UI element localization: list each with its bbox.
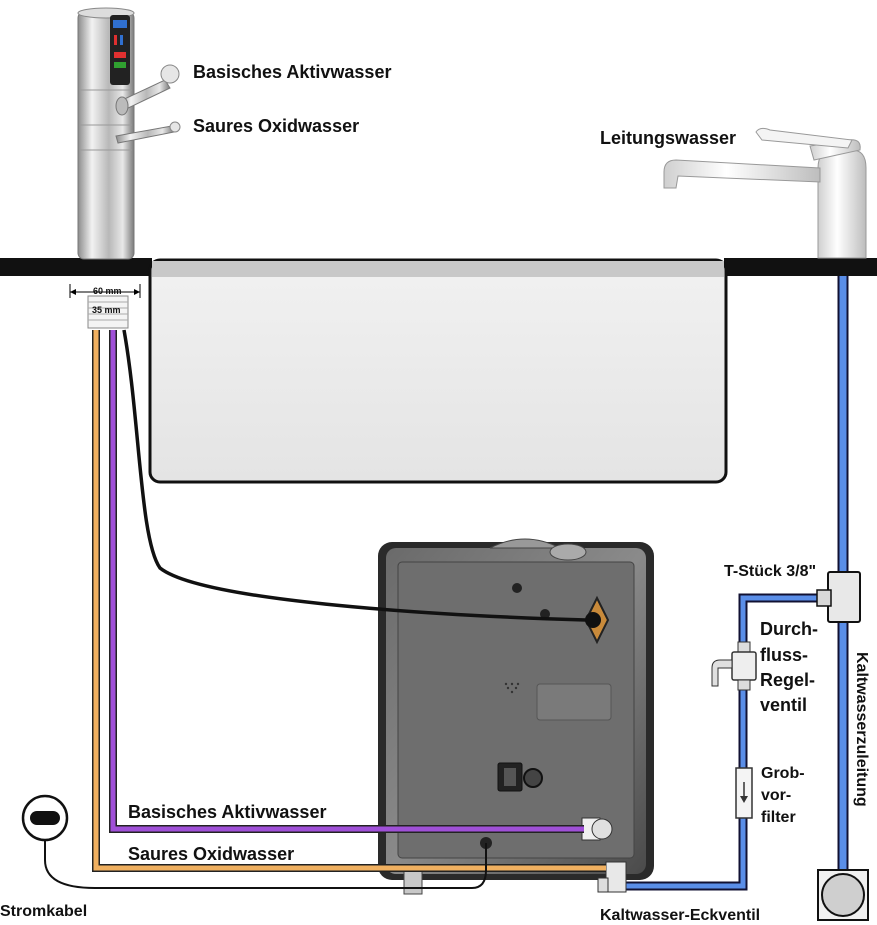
label-tap-water: Leitungswasser	[600, 128, 736, 148]
control-cable	[122, 329, 587, 622]
ionizer-device	[378, 538, 654, 895]
power-cable	[44, 830, 487, 889]
label-angle-valve: Kaltwasser-Eckventil	[600, 907, 760, 924]
label-flow-valve: Durch- fluss- Regel- ventil	[760, 619, 823, 715]
acid-water-spout	[115, 121, 181, 144]
branch-pipe	[625, 593, 825, 891]
coarse-prefilter	[735, 767, 753, 819]
label-60mm: 60 mm	[93, 286, 122, 296]
countertop-left	[0, 258, 152, 276]
device-inlet	[584, 595, 610, 645]
label-basic-water-hose: Basisches Aktivwasser	[128, 802, 326, 822]
label-acid-water-faucet: Saures Oxidwasser	[193, 116, 359, 136]
countertop-right	[724, 258, 877, 276]
power-socket	[523, 768, 543, 788]
sink-basin	[148, 258, 728, 484]
label-power-cable: Stromkabel	[0, 903, 87, 920]
main-shutoff-valve	[817, 869, 869, 921]
label-basic-water-faucet: Basisches Aktivwasser	[193, 62, 391, 82]
label-coarse-filter: Grob- vor- filter	[761, 765, 809, 826]
label-35mm: 35 mm	[92, 305, 121, 315]
ionizer-faucet	[77, 7, 135, 260]
acid-water-hose	[92, 330, 606, 872]
basic-water-hose	[109, 330, 584, 833]
t-piece	[816, 571, 861, 623]
label-t-piece: T-Stück 3/8"	[724, 563, 816, 580]
basic-water-outlet	[581, 817, 613, 841]
label-cold-supply: Kaltwasserzuleitung	[853, 652, 870, 807]
angle-valve	[597, 861, 627, 893]
faucet-thread	[87, 295, 129, 329]
label-acid-water-hose: Saures Oxidwasser	[128, 844, 294, 864]
speaker-grille	[504, 682, 520, 694]
basic-water-spout	[115, 64, 180, 116]
dimension-60mm	[69, 284, 141, 298]
flow-regulation-valve	[711, 641, 757, 691]
kitchen-tap	[663, 127, 867, 259]
power-plug-icon	[21, 794, 69, 842]
